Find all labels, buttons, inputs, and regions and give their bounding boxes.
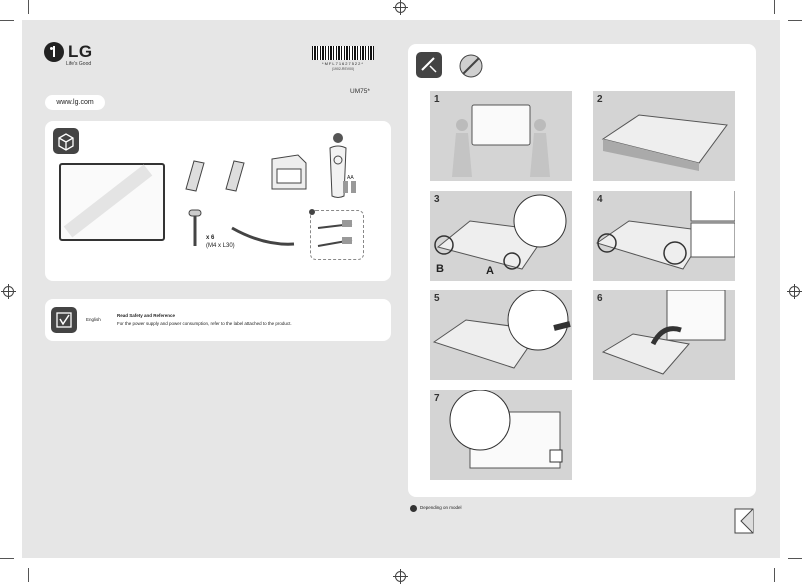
attach-stand-illustration xyxy=(434,194,567,270)
registration-mark-icon xyxy=(393,0,408,15)
plus-icon xyxy=(309,209,315,215)
screw-count: x 6 xyxy=(206,235,215,241)
crop-mark xyxy=(28,0,29,14)
stand-tv-upright-illustration xyxy=(601,290,726,375)
registration-mark-icon xyxy=(787,284,802,299)
step-number: 6 xyxy=(597,293,603,304)
footnote: Depending on model xyxy=(420,505,462,510)
battery-icon xyxy=(343,181,356,193)
cable-management-illustration xyxy=(449,390,563,469)
no-spray-icon xyxy=(459,54,483,78)
step-number: 5 xyxy=(434,293,440,304)
manual-illustration xyxy=(271,154,307,190)
checklist-icon xyxy=(51,307,77,333)
cleaning-cloth-icon xyxy=(416,52,442,78)
cable-guide-illustration xyxy=(231,226,295,246)
step-panel: 2 xyxy=(593,91,735,181)
optional-cables-box xyxy=(310,210,364,260)
barcode-number: *MFL71627522* xyxy=(322,61,364,66)
lg-logo-icon xyxy=(44,42,64,62)
safety-card xyxy=(45,299,391,341)
crop-mark xyxy=(788,558,802,559)
page-turn-icon xyxy=(734,508,754,534)
box-contents-icon xyxy=(53,128,79,154)
step-panel: 6 xyxy=(593,290,735,380)
cable-icon xyxy=(317,220,353,247)
stand-legs-illustration xyxy=(185,160,245,192)
step3-label-a: A xyxy=(486,265,494,277)
crop-mark xyxy=(28,568,29,582)
lock-stand-illustration xyxy=(595,191,735,270)
crop-mark xyxy=(788,20,802,21)
registration-mark-icon xyxy=(393,569,408,584)
crop-mark xyxy=(0,20,14,21)
model-number: UM75* xyxy=(350,88,370,95)
barcode xyxy=(312,46,374,60)
tv-illustration xyxy=(59,163,165,241)
step-number: 4 xyxy=(597,194,603,205)
tv-in-box-illustration xyxy=(601,114,728,171)
step-panel: 7 xyxy=(430,390,572,480)
lg-logo: LG xyxy=(44,42,93,62)
two-people-carry-illustration xyxy=(452,104,550,177)
step-panel: 3 B A xyxy=(430,191,572,281)
remote-icon xyxy=(329,133,347,198)
tagline: Life's Good xyxy=(66,61,92,67)
fasten-screws-illustration xyxy=(432,290,571,369)
step3-label-b: B xyxy=(436,263,444,275)
crop-mark xyxy=(0,558,14,559)
screw-icon xyxy=(188,209,202,246)
crop-mark xyxy=(774,0,775,14)
barcode-revision: (1902-REV00) xyxy=(331,67,355,71)
safety-text: For the power supply and power consumpti… xyxy=(117,321,292,326)
step-panel: 5 xyxy=(430,290,572,380)
step-number: 2 xyxy=(597,94,603,105)
step-panel: 1 xyxy=(430,91,572,181)
step-number: 7 xyxy=(434,393,440,404)
safety-language: English xyxy=(86,317,101,322)
lg-logo-text: LG xyxy=(68,42,93,61)
step-number: 3 xyxy=(434,194,440,205)
plus-icon xyxy=(410,505,417,512)
screw-spec: (M4 x L30) xyxy=(206,243,235,249)
website-url[interactable]: www.lg.com xyxy=(45,95,105,110)
step-number: 1 xyxy=(434,94,440,105)
step-panel: 4 xyxy=(593,191,735,281)
crop-mark xyxy=(774,568,775,582)
registration-mark-icon xyxy=(1,284,16,299)
battery-label: AA xyxy=(347,175,354,181)
safety-title: Read Safety and Reference xyxy=(117,313,176,318)
